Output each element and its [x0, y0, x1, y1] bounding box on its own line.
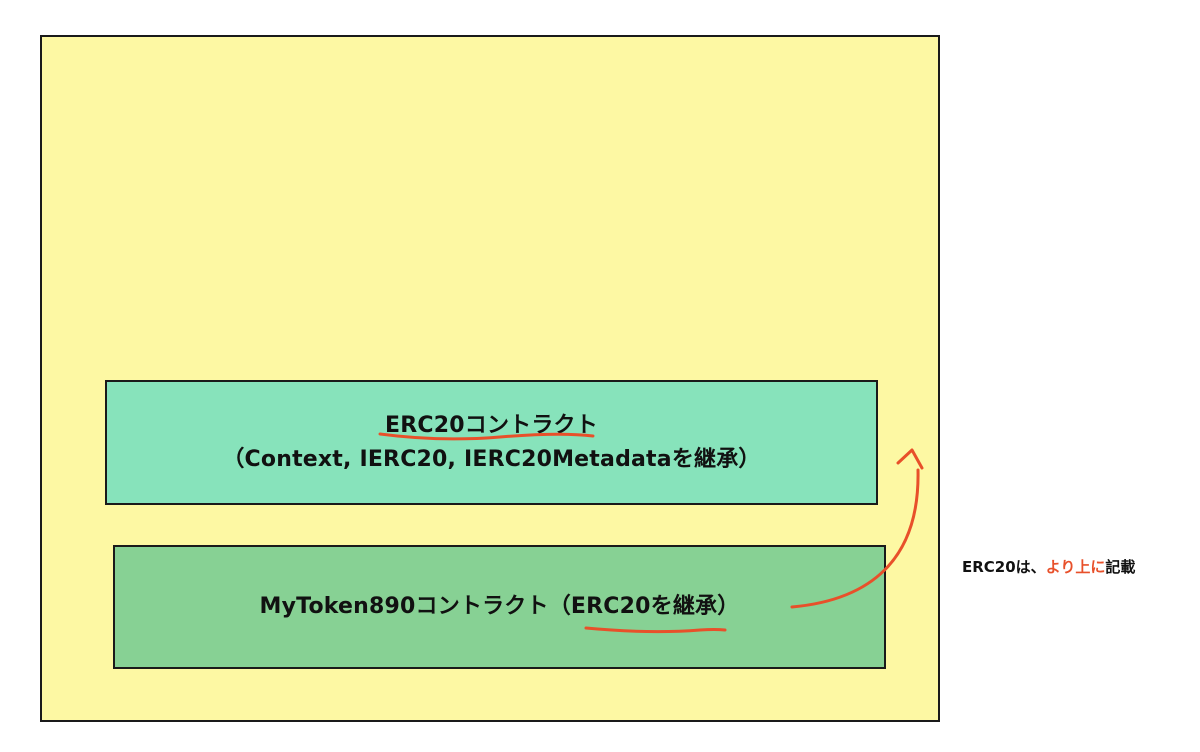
- mytoken-title-suffix: ）: [717, 594, 740, 619]
- mytoken-title-highlight: ERC20を継承: [570, 594, 718, 619]
- erc20-title: ERC20コントラクト: [385, 409, 598, 443]
- mytoken-title: MyToken890コントラクト（ERC20を継承）: [260, 590, 740, 624]
- erc20-contract-box: ERC20コントラクト （Context, IERC20, IERC20Meta…: [105, 380, 878, 505]
- erc20-title-text: ERC20コントラクト: [385, 412, 598, 438]
- side-note-prefix: ERC20は、: [962, 558, 1046, 576]
- side-note-highlight: より上に: [1045, 558, 1106, 576]
- side-note-suffix: 記載: [1105, 558, 1136, 576]
- mytoken-contract-box: MyToken890コントラクト（ERC20を継承）: [113, 545, 886, 669]
- mytoken-title-prefix: MyToken890コントラクト（: [259, 594, 571, 619]
- side-note: ERC20は、より上に記載: [962, 556, 1135, 577]
- erc20-subtitle: （Context, IERC20, IERC20Metadataを継承）: [222, 446, 761, 472]
